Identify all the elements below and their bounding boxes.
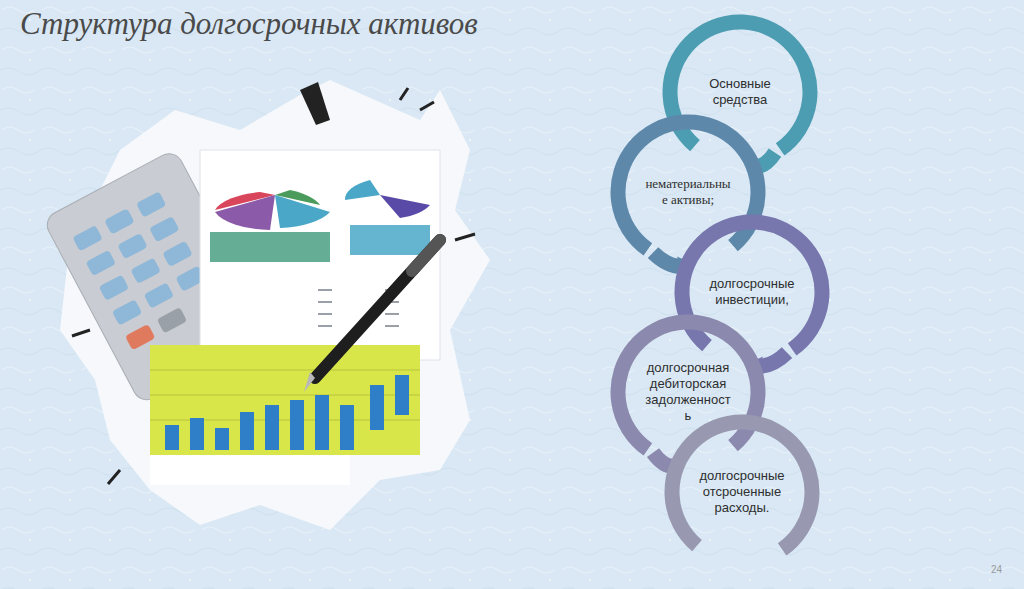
- ring-label: долгосрочные отсроченные расходы.: [692, 468, 792, 516]
- ring-label: долгосрочная дебиторская задолженност ь: [642, 360, 734, 424]
- slide-title: Структура долгосрочных активов: [20, 6, 478, 42]
- cycle-ring-node: нематериальны е активы;: [610, 114, 766, 270]
- ring-label: долгосрочные инвестиции,: [702, 276, 802, 308]
- ring-text-box: Основные средства: [692, 76, 788, 108]
- cycle-ring-node: долгосрочные инвестиции,: [674, 214, 830, 370]
- ring-text-box: долгосрочная дебиторская задолженност ь: [642, 360, 734, 424]
- cycle-ring-node: долгосрочные отсроченные расходы.: [664, 414, 820, 570]
- ring-label: нематериальны е активы;: [643, 176, 733, 208]
- ring-text-box: долгосрочные отсроченные расходы.: [692, 468, 792, 516]
- ring-stroke: [618, 322, 758, 449]
- ring-text-box: долгосрочные инвестиции,: [702, 276, 802, 308]
- ring-stroke: [672, 422, 812, 549]
- ring-text-box: нематериальны е активы;: [643, 176, 733, 208]
- ring-stroke: [670, 22, 810, 149]
- ring-label: Основные средства: [692, 76, 788, 108]
- page-number: 24: [991, 564, 1002, 575]
